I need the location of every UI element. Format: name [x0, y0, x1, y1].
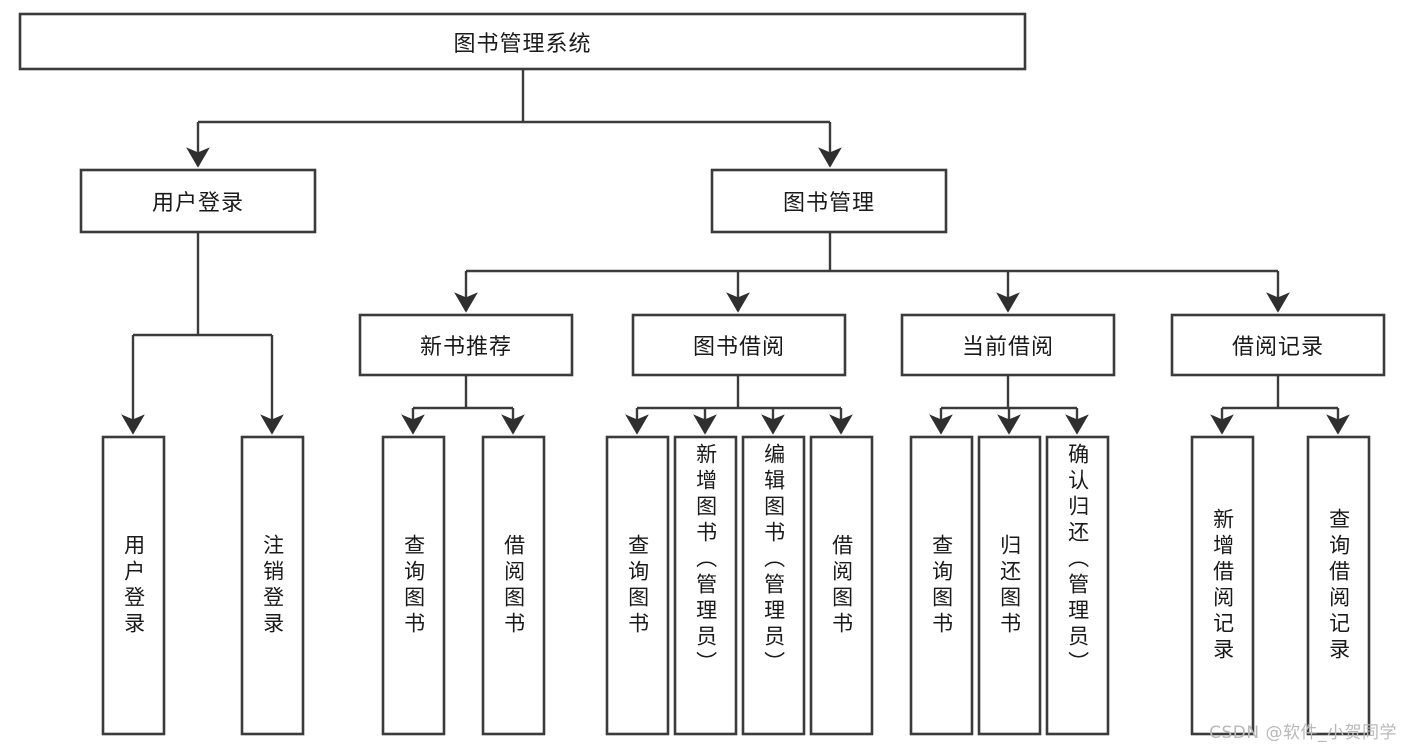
node-borrow-record-box[interactable] — [1170, 313, 1386, 377]
node-leaf-return-book-box[interactable] — [977, 435, 1042, 736]
node-root-box[interactable] — [18, 12, 1027, 71]
watermark: CSDN @软件_小贺同学 — [1209, 723, 1397, 743]
node-leaf-confirm-return-box[interactable] — [1045, 435, 1110, 736]
node-leaf-query-record-box[interactable] — [1306, 435, 1371, 736]
node-leaf-edit-book-box[interactable] — [741, 435, 806, 736]
node-leaf-query-book-3-box[interactable] — [909, 435, 974, 736]
node-current-borrow-box[interactable] — [900, 313, 1116, 377]
node-new-book-recommend-box[interactable] — [358, 313, 574, 377]
node-leaf-logout-login-box[interactable] — [240, 435, 305, 736]
node-leaf-user-login-box[interactable] — [101, 435, 166, 736]
node-leaf-query-book-2-box[interactable] — [605, 435, 670, 736]
node-leaf-add-book-box[interactable] — [673, 435, 738, 736]
node-leaf-borrow-book-1-box[interactable] — [481, 435, 546, 736]
node-layer — [18, 12, 1386, 736]
node-leaf-borrow-book-2-box[interactable] — [809, 435, 874, 736]
node-leaf-query-book-1-box[interactable] — [381, 435, 446, 736]
node-leaf-add-record-box[interactable] — [1190, 435, 1255, 736]
node-user-login-box[interactable] — [79, 168, 317, 234]
node-book-borrow-box[interactable] — [631, 313, 847, 377]
node-book-manage-box[interactable] — [710, 168, 948, 234]
edge-layer — [121, 69, 1350, 435]
